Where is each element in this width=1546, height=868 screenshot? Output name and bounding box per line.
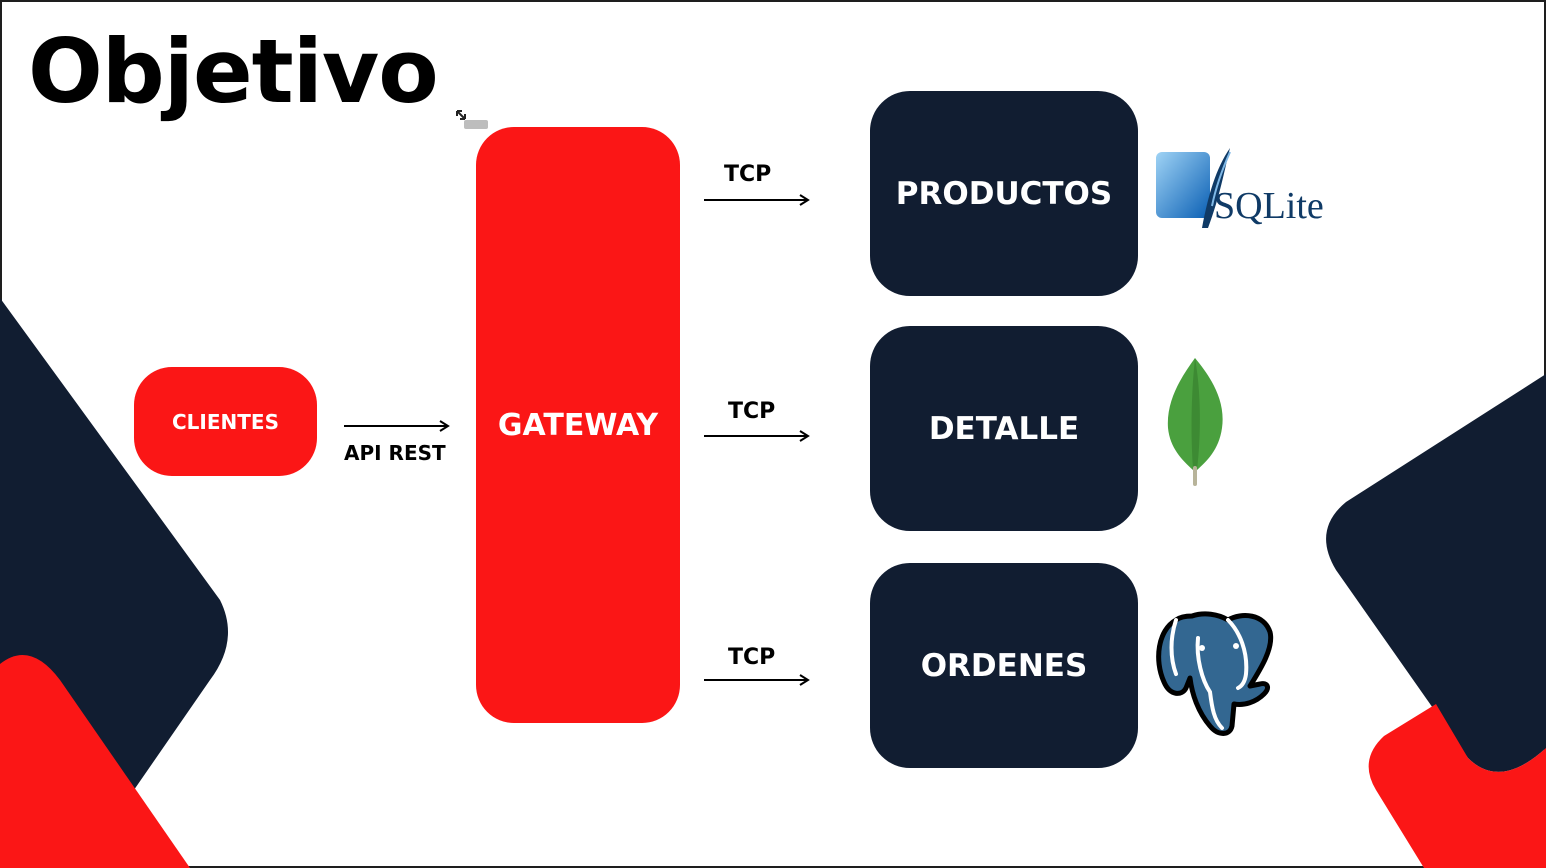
postgresql-elephant-icon	[1156, 611, 1274, 736]
detalle-node: DETALLE	[870, 326, 1138, 531]
gateway-node: GATEWAY	[476, 127, 680, 723]
gateway-label: GATEWAY	[497, 407, 659, 443]
red-shape-left	[0, 655, 190, 868]
sqlite-wordmark: SQLite	[1214, 185, 1324, 227]
productos-node: PRODUCTOS	[870, 91, 1138, 296]
resize-cursor-icon	[456, 110, 488, 129]
ordenes-label: ORDENES	[920, 647, 1088, 684]
tcp-label-detalle: TCP	[728, 399, 776, 424]
clientes-label: CLIENTES	[172, 409, 279, 434]
productos-label: PRODUCTOS	[895, 175, 1113, 212]
api-rest-label: API REST	[344, 441, 446, 465]
tcp-label-ordenes: TCP	[728, 645, 776, 670]
ordenes-node: ORDENES	[870, 563, 1138, 768]
clientes-node: CLIENTES	[134, 367, 317, 476]
red-shape-right	[1368, 704, 1546, 868]
navy-shape-right	[1326, 374, 1546, 772]
sqlite-logo-icon: SQLite	[1156, 148, 1324, 228]
slide-title: Objetivo	[28, 20, 439, 123]
mongodb-leaf-icon	[1167, 358, 1223, 486]
detalle-label: DETALLE	[928, 410, 1080, 447]
tcp-label-productos: TCP	[724, 162, 772, 187]
